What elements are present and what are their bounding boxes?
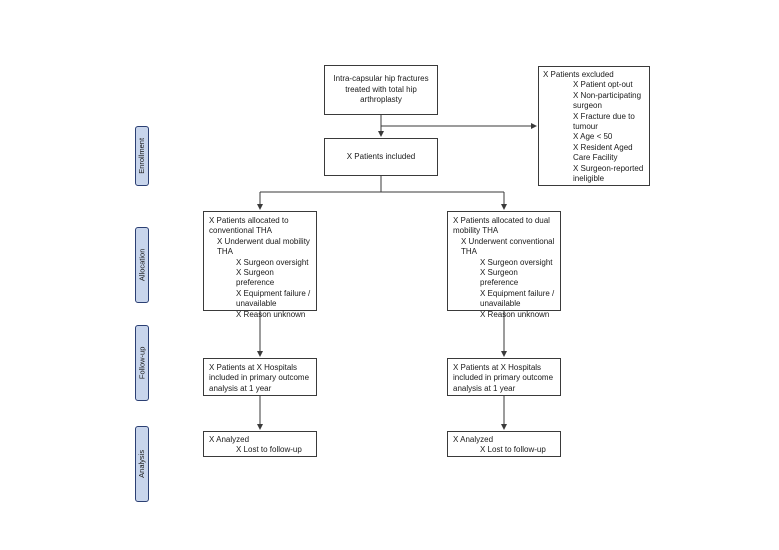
allocation-box-dual-mobility: X Patients allocated to dual mobility TH… xyxy=(447,211,561,319)
analysis-box-conventional: X Analyzed X Lost to follow-up xyxy=(203,431,317,457)
source-line: arthroplasty xyxy=(360,95,402,105)
included-text: X Patients included xyxy=(346,151,416,161)
source-line: Intra-capsular hip fractures xyxy=(333,74,429,84)
crossover-reason: X Equipment failure / unavailable xyxy=(480,288,555,309)
crossover-reason: X Reason unknown xyxy=(236,309,306,319)
phase-allocation: Allocation xyxy=(135,227,149,303)
crossover-reason: X Surgeon preference xyxy=(236,267,275,288)
phase-enrollment: Enrollment xyxy=(135,126,149,186)
excluded-title: X Patients excluded xyxy=(543,70,614,79)
followup-text: X Patients at X Hospitals included in pr… xyxy=(453,363,554,393)
analyzed-count: X Analyzed xyxy=(453,435,494,444)
analyzed-count: X Analyzed xyxy=(209,435,250,444)
crossover-reason: X Reason unknown xyxy=(480,309,550,319)
crossover-reason: X Surgeon oversight xyxy=(236,257,309,267)
allocation-title: X Patients allocated to dual mobility TH… xyxy=(453,216,550,236)
exclusion-item: X Patient opt-out xyxy=(573,80,633,90)
excluded-box: X Patients excluded X Patient opt-out X … xyxy=(538,66,650,186)
crossover-reason: X Surgeon preference xyxy=(480,267,519,288)
phase-label: Allocation xyxy=(137,248,147,282)
crossover-reason: X Equipment failure / unavailable xyxy=(236,288,311,309)
phase-label: Enrollment xyxy=(137,138,147,174)
lost-to-follow-up: X Lost to follow-up xyxy=(480,445,546,455)
exclusion-item: X Age < 50 xyxy=(573,132,613,142)
phase-analysis: Analysis xyxy=(135,426,149,502)
source-population-box: Intra-capsular hip fractures treated wit… xyxy=(324,65,438,115)
exclusion-item: X Non-participating surgeon xyxy=(573,90,642,111)
allocation-box-conventional: X Patients allocated to conventional THA… xyxy=(203,211,317,319)
analysis-box-dual-mobility: X Analyzed X Lost to follow-up xyxy=(447,431,561,457)
included-box: X Patients included xyxy=(324,138,438,176)
exclusion-item: X Fracture due to tumour xyxy=(573,111,635,131)
phase-follow-up: Follow-up xyxy=(135,325,149,401)
allocation-crossover: X Underwent dual mobility THA xyxy=(217,236,310,257)
exclusion-item: X Resident Aged Care Facility xyxy=(573,142,633,163)
phase-label: Analysis xyxy=(137,450,147,478)
allocation-crossover: X Underwent conventional THA xyxy=(461,236,555,257)
phase-label: Follow-up xyxy=(137,346,147,380)
lost-to-follow-up: X Lost to follow-up xyxy=(236,445,302,455)
followup-box-conventional: X Patients at X Hospitals included in pr… xyxy=(203,358,317,396)
source-line: treated with total hip xyxy=(345,84,417,94)
exclusion-item: X Surgeon-reported ineligible xyxy=(573,163,644,183)
allocation-title: X Patients allocated to conventional THA xyxy=(209,216,289,236)
followup-text: X Patients at X Hospitals included in pr… xyxy=(209,363,310,393)
followup-box-dual-mobility: X Patients at X Hospitals included in pr… xyxy=(447,358,561,396)
crossover-reason: X Surgeon oversight xyxy=(480,257,553,267)
